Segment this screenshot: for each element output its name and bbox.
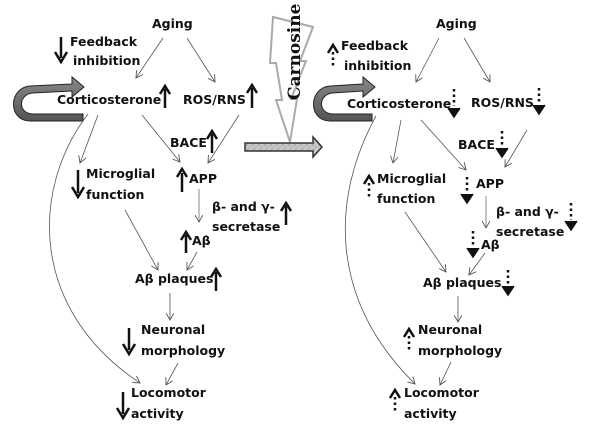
svg-text:inhibition: inhibition <box>73 53 140 68</box>
dotted-arrow-down-icon <box>466 231 480 259</box>
arrow-down-icon <box>70 170 86 200</box>
left-panel: Aging Feedback inhibition Corticosterone… <box>13 16 293 421</box>
node-aging: Aging <box>152 16 193 31</box>
node-neuronal: Neuronal morphology <box>121 322 225 358</box>
edge-ros-app <box>208 114 240 163</box>
cycle-arrow-icon <box>13 75 85 122</box>
transition-arrow-icon <box>244 135 324 159</box>
arrow-up-icon <box>279 200 293 225</box>
node-bace: BACE <box>458 137 495 152</box>
node-feedback: Feedback inhibition <box>53 34 140 68</box>
dotted-arrow-down-icon <box>460 177 474 205</box>
connectors <box>49 37 240 385</box>
svg-text:Feedback: Feedback <box>70 34 138 49</box>
svg-text:function: function <box>377 191 435 206</box>
node-plaques: Aβ plaques <box>135 271 213 286</box>
arrow-up-icon <box>245 82 259 108</box>
arrow-up-icon <box>158 83 172 108</box>
svg-text:Locomotor: Locomotor <box>404 385 480 400</box>
svg-text:function: function <box>86 187 144 202</box>
edge-corticosterone-app <box>141 114 180 162</box>
edge-neuronal-locomotor <box>440 361 452 385</box>
edge-aging-corticosterone <box>136 37 164 78</box>
node-app: APP <box>189 171 217 186</box>
arrow-up-icon <box>175 166 189 192</box>
node-neuronal: Neuronal morphology <box>402 322 502 358</box>
svg-text:secretase: secretase <box>496 224 564 239</box>
node-app: APP <box>476 176 504 191</box>
dotted-arrow-down-icon <box>501 270 515 297</box>
svg-text:inhibition: inhibition <box>344 58 411 73</box>
node-abeta: Aβ <box>192 233 211 248</box>
carnosine-label: Carnosine <box>285 3 305 100</box>
edge-abeta-plaques <box>469 252 486 275</box>
cycle-arrow-icon <box>313 75 376 122</box>
node-locomotor: Locomotor activity <box>115 385 207 421</box>
dotted-arrow-up-icon <box>402 326 416 351</box>
node-plaques: Aβ plaques <box>423 275 501 290</box>
edge-corticosterone-locomotor <box>344 115 415 384</box>
node-feedback: Feedback inhibition <box>326 38 411 73</box>
node-ros: ROS/RNS <box>471 95 534 110</box>
svg-text:activity: activity <box>404 406 457 421</box>
edge-corticosterone-microglial <box>80 114 99 163</box>
edge-corticosterone-microglial <box>393 119 402 163</box>
svg-text:Neuronal: Neuronal <box>418 322 482 337</box>
arrow-up-icon <box>179 229 193 253</box>
dotted-arrow-down-icon <box>447 89 461 119</box>
node-aging: Aging <box>436 16 477 31</box>
dotted-arrow-up-icon <box>388 387 402 412</box>
arrow-up-icon <box>205 128 219 153</box>
arrow-down-icon <box>115 392 131 421</box>
svg-text:secretase: secretase <box>212 219 280 234</box>
svg-text:β- and γ-: β- and γ- <box>496 204 559 219</box>
node-microglial: Microglial function <box>362 171 446 206</box>
edge-aging-corticosterone <box>416 37 440 82</box>
node-bace: BACE <box>170 135 207 150</box>
svg-text:β- and γ-: β- and γ- <box>212 199 275 214</box>
dotted-arrow-down-icon <box>532 88 546 116</box>
arrow-up-icon <box>209 266 223 291</box>
svg-text:Microglial: Microglial <box>377 171 446 186</box>
dotted-arrow-up-icon <box>326 42 340 67</box>
svg-text:Feedback: Feedback <box>341 38 409 53</box>
arrow-down-icon <box>53 37 69 65</box>
edge-ros-app <box>505 129 528 167</box>
right-panel: Aging Feedback inhibition Corticosterone… <box>313 16 578 421</box>
edge-aging-ros <box>186 37 215 82</box>
lightning-bolt-icon <box>268 15 315 143</box>
svg-text:morphology: morphology <box>141 343 225 358</box>
svg-text:activity: activity <box>131 406 184 421</box>
connectors <box>344 37 528 385</box>
edge-neuronal-locomotor <box>166 362 179 385</box>
node-secretase: β- and γ- secretase <box>212 199 293 234</box>
svg-text:Microglial: Microglial <box>86 166 155 181</box>
arrow-down-icon <box>121 328 137 357</box>
node-ros: ROS/RNS <box>183 92 246 107</box>
node-corticosterone: Corticosterone <box>57 92 161 107</box>
carnosine-treatment: Carnosine <box>244 3 324 159</box>
node-abeta: Aβ <box>481 237 500 252</box>
dotted-arrow-up-icon <box>362 173 376 197</box>
edge-microglial-plaques <box>124 209 158 270</box>
edge-microglial-plaques <box>404 211 446 272</box>
node-microglial: Microglial function <box>70 166 155 202</box>
svg-text:Locomotor: Locomotor <box>131 385 207 400</box>
svg-text:morphology: morphology <box>418 343 502 358</box>
dotted-arrow-down-icon <box>564 203 578 232</box>
edge-abeta-plaques <box>187 251 198 270</box>
dotted-arrow-down-icon <box>495 131 509 159</box>
node-corticosterone: Corticosterone <box>347 96 451 111</box>
edge-corticosterone-locomotor <box>49 113 140 383</box>
edge-corticosterone-app <box>420 119 466 170</box>
node-locomotor: Locomotor activity <box>388 385 480 421</box>
node-secretase: β- and γ- secretase <box>496 203 578 239</box>
edge-aging-ros <box>463 37 490 82</box>
svg-text:Neuronal: Neuronal <box>141 322 205 337</box>
